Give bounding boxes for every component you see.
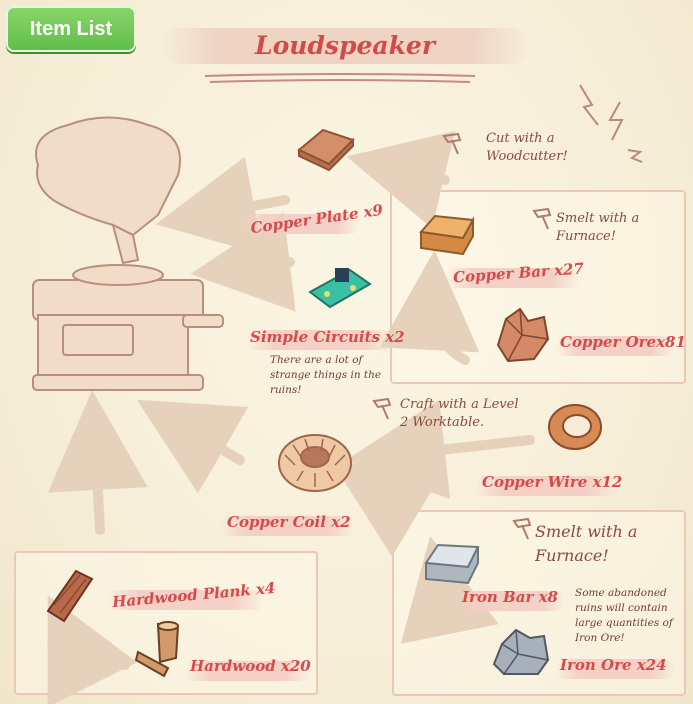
title-banner [160, 28, 530, 64]
label-highlight [475, 476, 615, 496]
label-highlight [445, 268, 580, 288]
furnace-copper-note: Smelt with a Furnace! [556, 210, 639, 246]
copper-bar-icon [419, 214, 475, 256]
lightning-icon [579, 84, 643, 163]
page-title: Loudspeaker [255, 31, 435, 60]
label-highlight [455, 591, 565, 611]
label-highlight [105, 590, 265, 610]
furnace-copper-note-line: Smelt with a [556, 211, 640, 226]
hardwood-label: Hardwood x20 [190, 657, 311, 675]
item-list-button[interactable]: Item List [6, 6, 136, 52]
label-highlight [240, 214, 360, 234]
simple-circuits-icon [308, 268, 372, 309]
furnace-iron-note-line: Furnace! [535, 546, 609, 565]
hammer-icon [372, 397, 392, 420]
worktable-note-line: Craft with a Level [400, 397, 519, 412]
iron-ore-label: Iron Ore x24 [560, 656, 667, 674]
furnace-iron-note: Smelt with a Furnace! [535, 520, 637, 568]
hammer-icon [442, 132, 462, 155]
iron-ruins-note-line: Some abandoned [575, 587, 667, 599]
woodcutter-note-line: Woodcutter! [486, 149, 568, 164]
circuits-note-line: There are a lot of [270, 354, 363, 366]
copper-wire-icon [548, 404, 602, 450]
furnace-iron-note-line: Smelt with a [535, 522, 638, 541]
simple-circuits-label: Simple Circuits x2 [250, 328, 405, 346]
label-highlight [245, 330, 395, 350]
copper-wire-label: Copper Wire x12 [482, 473, 623, 491]
iron-ore-icon [492, 628, 550, 675]
iron-ruins-note: Some abandoned ruins will contain large … [575, 586, 673, 646]
hammer-icon [512, 517, 532, 540]
iron-ruins-note-line: ruins will contain [575, 602, 668, 614]
gramophone-icon [32, 116, 224, 391]
label-highlight [220, 516, 355, 536]
worktable-note: Craft with a Level 2 Worktable. [400, 396, 519, 432]
hardwood-plank-icon [46, 569, 94, 623]
hammer-icon [532, 207, 552, 230]
copper-coil-label: Copper Coil x2 [227, 513, 351, 531]
circuits-note: There are a lot of strange things in the… [270, 353, 381, 398]
woodcutter-note: Cut with a Woodcutter! [486, 130, 568, 166]
copper-plate-icon [297, 128, 355, 172]
worktable-note-line: 2 Worktable. [400, 415, 485, 430]
label-highlight [185, 661, 310, 681]
iron-ruins-note-line: large quantities of [575, 617, 673, 629]
circuits-note-line: ruins! [270, 384, 302, 396]
circuits-note-line: strange things in the [270, 369, 382, 381]
iron-bar-label: Iron Bar x8 [462, 588, 558, 606]
furnace-copper-note-line: Furnace! [556, 229, 616, 244]
woodcutter-note-line: Cut with a [486, 131, 555, 146]
hardwood-icon [134, 621, 180, 678]
title-underline [205, 73, 475, 83]
iron-bar-icon [424, 543, 480, 585]
label-highlight [555, 336, 675, 356]
iron-ruins-note-line: Iron Ore! [575, 632, 625, 644]
copper-ore-label: Copper Orex81 [560, 333, 686, 351]
copper-ore-icon [496, 307, 550, 363]
label-highlight [555, 659, 675, 679]
copper-coil-icon [278, 434, 352, 492]
